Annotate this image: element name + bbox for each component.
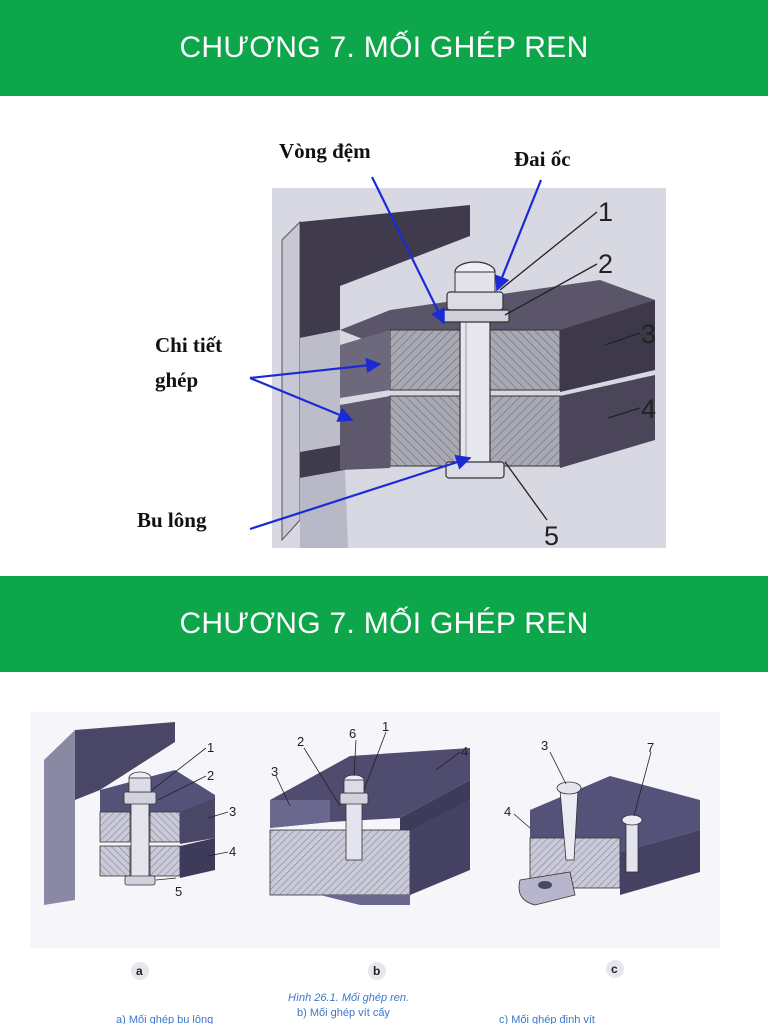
label-parts-line1: Chi tiết <box>155 333 222 357</box>
fig-letter-b: b <box>373 964 380 978</box>
label-parts-line2: ghép <box>155 368 198 392</box>
fig-letter-a: a <box>136 964 143 978</box>
fig-c-number-4: 4 <box>504 804 511 819</box>
fig-a-number-4: 4 <box>229 844 236 859</box>
label-washer: Vòng đệm <box>279 139 371 163</box>
figure-c-screw-joint: 3 7 4 <box>504 738 700 906</box>
figure-caption-a: a) Mối ghép bu lông <box>116 1014 213 1024</box>
fig-b-number-2: 2 <box>297 734 304 749</box>
fig-a-number-1: 1 <box>207 740 214 755</box>
fig-c-number-3: 3 <box>541 738 548 753</box>
part-number-2: 2 <box>598 249 613 279</box>
figure-caption-c: c) Mối ghép đinh vít <box>499 1014 595 1024</box>
fig-letter-c: c <box>611 962 618 976</box>
figure-caption-title: Hình 26.1. Mối ghép ren. <box>288 992 409 1004</box>
part-number-1: 1 <box>598 197 613 227</box>
slide-title-banner: CHƯƠNG 7. MỐI GHÉP REN <box>0 576 768 672</box>
part-number-4: 4 <box>641 394 656 424</box>
part-number-5: 5 <box>544 521 559 551</box>
fig-b-number-3: 3 <box>271 764 278 779</box>
fig-b-number-6: 6 <box>349 726 356 741</box>
thread-joint-types-figure: 1 2 3 4 5 6 1 2 4 3 <box>30 712 720 1026</box>
slide-title-banner: CHƯƠNG 7. MỐI GHÉP REN <box>0 0 768 96</box>
fig-b-number-4: 4 <box>461 744 468 759</box>
slide-title: CHƯƠNG 7. MỐI GHÉP REN <box>179 31 589 64</box>
fig-b-number-1: 1 <box>382 719 389 734</box>
fig-a-number-5: 5 <box>175 884 182 899</box>
fig-c-number-7: 7 <box>647 740 654 755</box>
part-number-3: 3 <box>641 319 656 349</box>
slide-thread-joint-types: 1 2 3 4 5 6 1 2 4 3 <box>0 672 768 1026</box>
label-bolt: Bu lông <box>137 508 207 532</box>
figure-a-bolt-joint: 1 2 3 4 5 <box>44 722 236 905</box>
bolt-joint-illustration: 1 2 3 4 5 Vòng đệm Đai ốc Chi tiết ghép … <box>137 139 666 551</box>
fig-a-number-3: 3 <box>229 804 236 819</box>
figure-caption-b: b) Mối ghép vít cấy <box>297 1007 390 1019</box>
figure-b-stud-joint: 6 1 2 4 3 <box>269 719 470 905</box>
label-nut: Đai ốc <box>514 147 571 171</box>
slide-bolt-joint-diagram: 1 2 3 4 5 Vòng đệm Đai ốc Chi tiết ghép … <box>0 96 768 576</box>
fig-a-number-2: 2 <box>207 768 214 783</box>
slide-title: CHƯƠNG 7. MỐI GHÉP REN <box>179 607 589 640</box>
